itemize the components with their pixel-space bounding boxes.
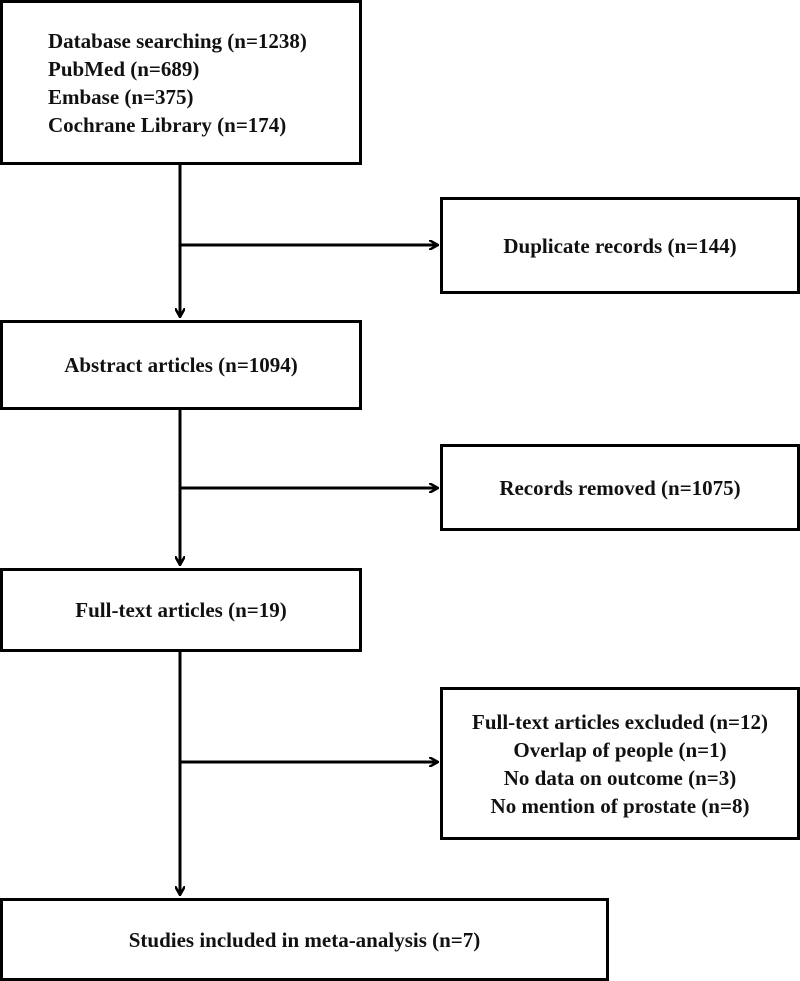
duplicate-records-label: Duplicate records (n=144) — [503, 233, 737, 258]
full-text-excluded-label: Full-text articles excluded (n=12) — [472, 709, 768, 734]
duplicate-records-box: Duplicate records (n=144) — [440, 197, 800, 294]
records-removed-label: Records removed (n=1075) — [499, 475, 741, 500]
cochrane-library-label: Cochrane Library (n=174) — [48, 112, 287, 137]
studies-included-label: Studies included in meta-analysis (n=7) — [128, 927, 481, 952]
embase-label: Embase (n=375) — [48, 84, 194, 109]
no-mention-of-prostate-label: No mention of prostate (n=8) — [490, 793, 750, 818]
database-searching-box: Database searching (n=1238) PubMed (n=68… — [0, 0, 362, 165]
studies-included-box: Studies included in meta-analysis (n=7) — [0, 898, 609, 981]
full-text-articles-label: Full-text articles (n=19) — [75, 598, 287, 622]
no-data-on-outcome-label: No data on outcome (n=3) — [503, 765, 737, 790]
full-text-excluded-box: Full-text articles excluded (n=12) Overl… — [440, 687, 800, 840]
abstract-articles-box: Abstract articles (n=1094) — [0, 320, 362, 410]
full-text-articles-box: Full-text articles (n=19) — [0, 568, 362, 652]
abstract-articles-label: Abstract articles (n=1094) — [64, 353, 298, 377]
records-removed-box: Records removed (n=1075) — [440, 444, 800, 531]
overlap-of-people-label: Overlap of people (n=1) — [513, 737, 727, 762]
pubmed-label: PubMed (n=689) — [48, 56, 200, 81]
database-searching-label: Database searching (n=1238) — [48, 28, 307, 53]
